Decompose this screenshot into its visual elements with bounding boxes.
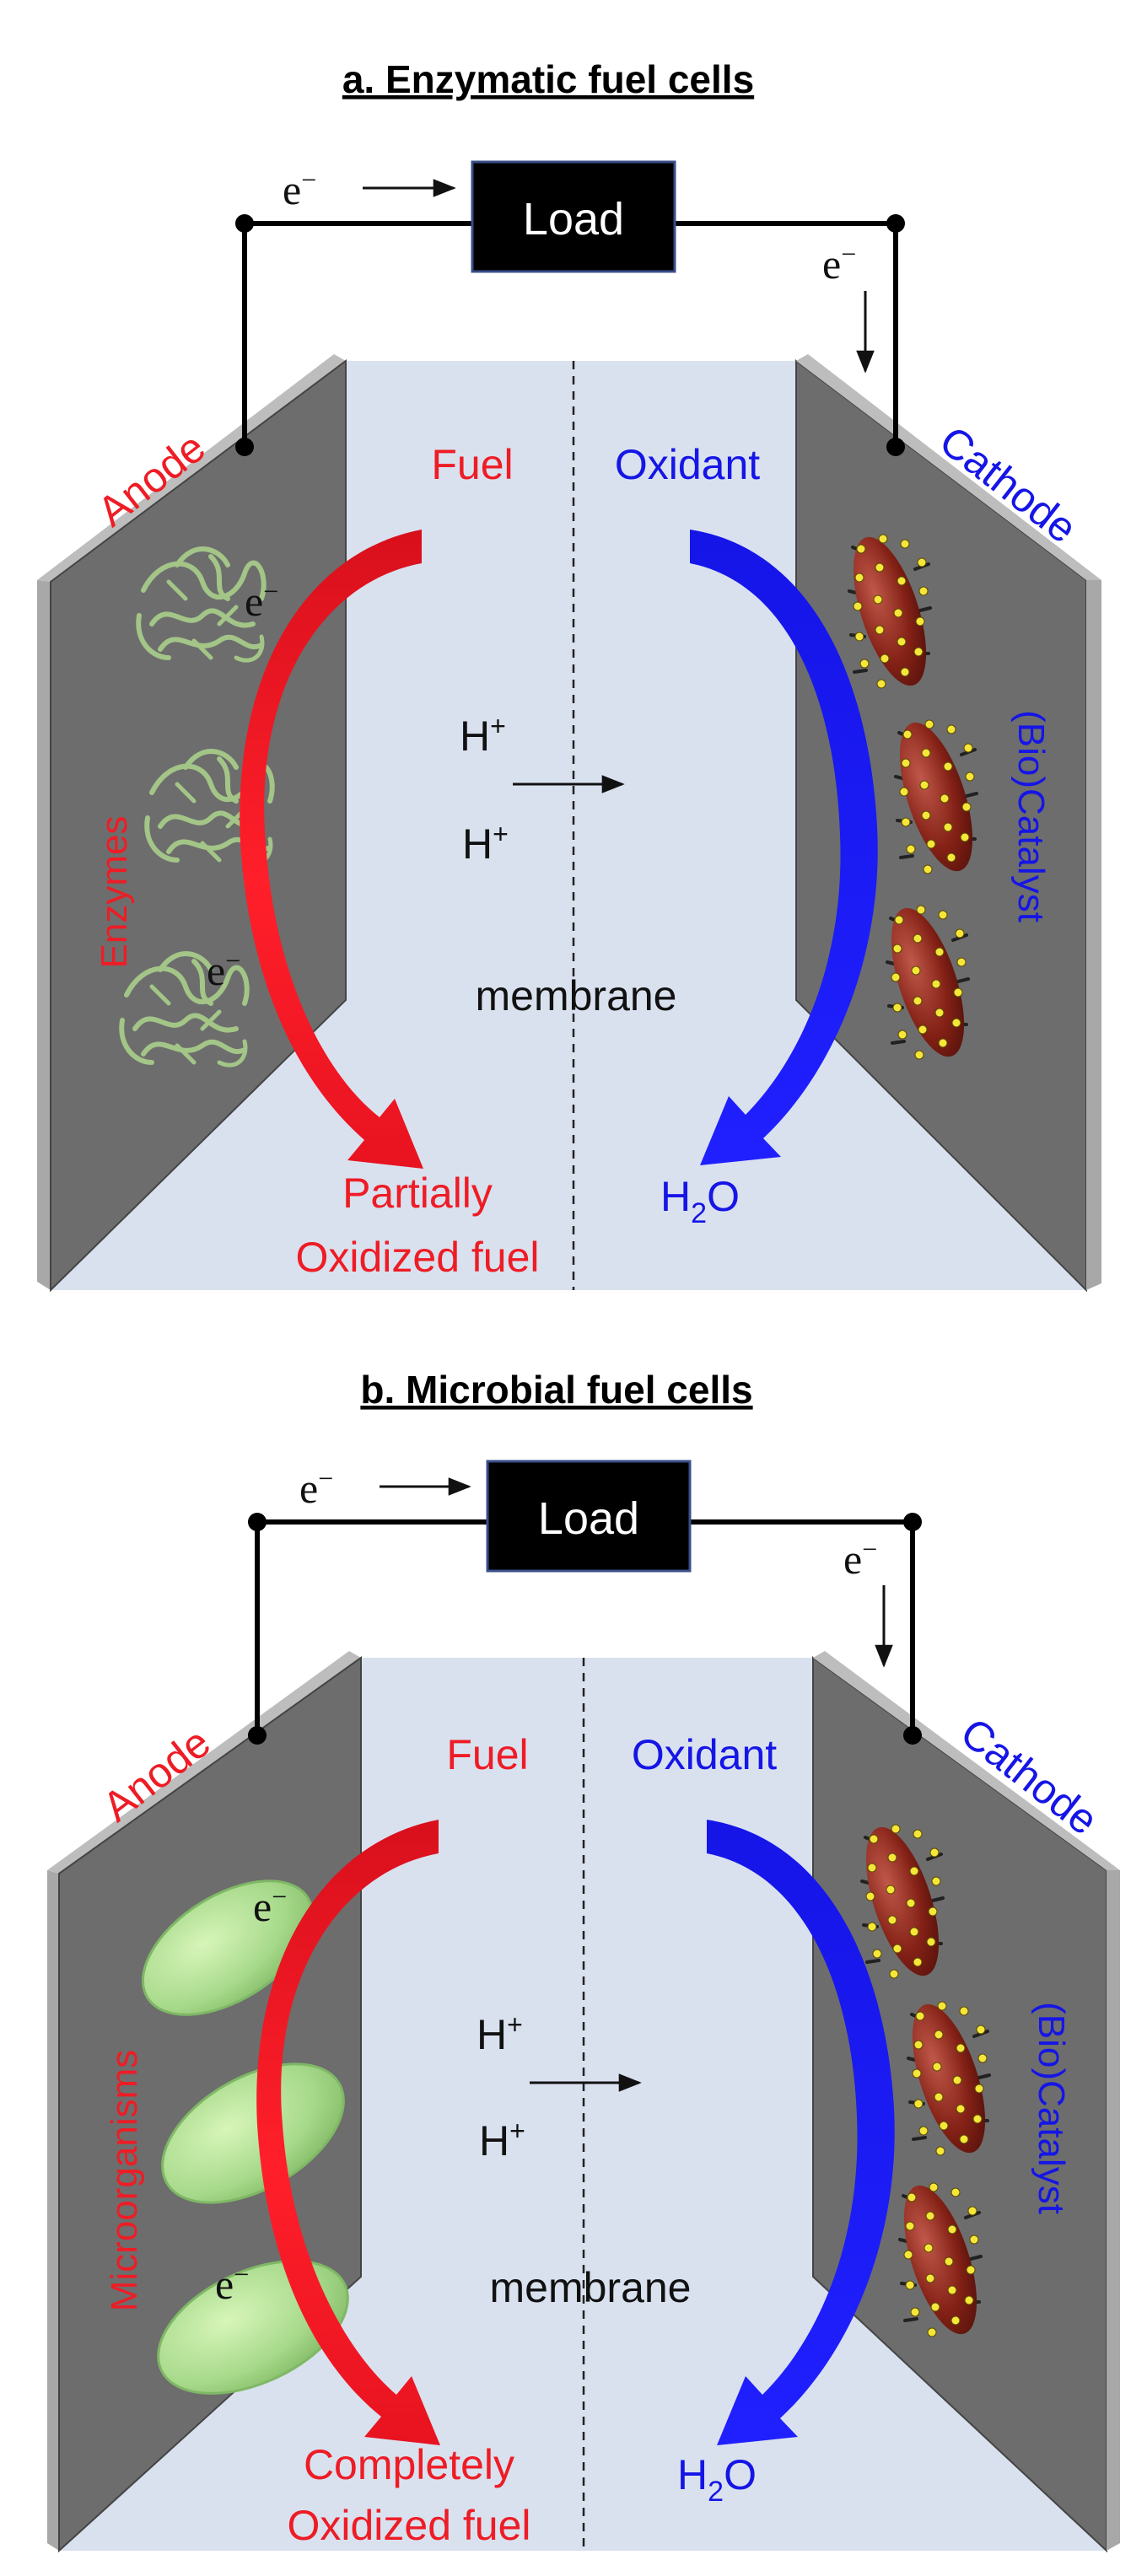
electron-anode-bottom: e− [207,945,240,994]
fuel-arrow [256,1820,440,2445]
oxidant-arrow [707,1820,895,2445]
cathode-edge [1086,580,1101,1290]
anode-catalyst-label: Enzymes [94,816,135,969]
product-left-line1: Completely [304,2441,514,2488]
panel-microbial: b. Microbial fuel cells [47,1368,1120,2553]
svg-text:e−: e− [283,164,316,213]
fuel-label: Fuel [446,1731,528,1778]
external-circuit [235,214,905,456]
electron-flow-right: e− [822,239,875,374]
proton-1: H+ [460,711,506,760]
fuel-label: Fuel [431,441,513,488]
panel-title: b. Microbial fuel cells [360,1368,752,1412]
membrane-label: membrane [476,972,677,1019]
load-box: Load [486,1460,692,1573]
load-label: Load [538,1493,639,1544]
proton-2: H+ [462,819,509,868]
svg-text:e−: e− [822,239,856,288]
load-label: Load [523,194,624,245]
external-circuit [248,1513,922,1745]
proton-2: H+ [479,2116,525,2165]
water-label: H2O [660,1173,740,1229]
electron-anode-top: e− [253,1881,287,1930]
cathode-catalyst-label: (Bio)Catalyst [1010,710,1052,922]
panel-title: a. Enzymatic fuel cells [342,57,754,101]
proton-1: H+ [477,2009,523,2058]
svg-text:e−: e− [843,1534,877,1583]
electron-flow-top: e− [283,164,456,213]
cathode-catalyst-label: (Bio)Catalyst [1031,2002,1072,2214]
anode-edge [37,580,51,1290]
electron-flow-right: e− [843,1534,893,1668]
oxidant-label: Oxidant [632,1731,777,1778]
electron-flow-top: e− [299,1463,471,1512]
load-box: Load [471,160,676,273]
electron-anode-bottom: e− [215,2259,249,2308]
fuel-arrow [240,530,423,1169]
panel-enzymatic: a. Enzymatic fuel cells [37,57,1101,1293]
anode-catalyst-label: Microorganisms [104,2050,145,2312]
anode-electrode [50,359,347,1293]
membrane-label: membrane [490,2264,692,2311]
product-left-line1: Partially [342,1170,493,1217]
product-left-line2: Oxidized fuel [287,2502,530,2549]
water-label: H2O [677,2451,757,2508]
product-left-line2: Oxidized fuel [295,1234,539,1281]
electron-anode-top: e− [245,576,278,625]
oxidant-label: Oxidant [615,441,760,488]
oxidant-arrow [690,530,878,1165]
svg-text:e−: e− [299,1463,333,1512]
